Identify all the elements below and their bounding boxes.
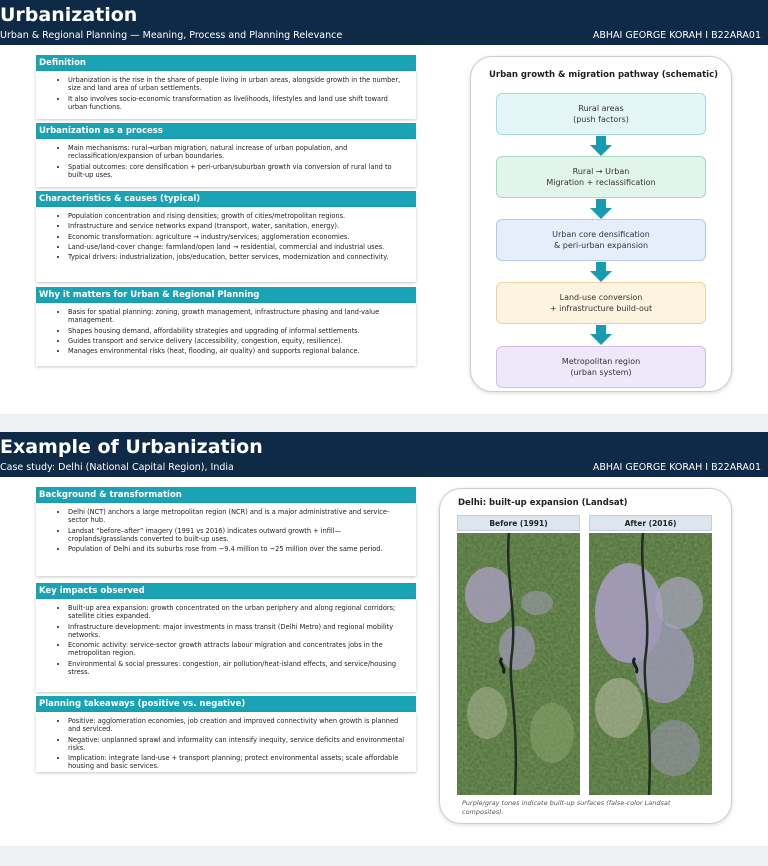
flow-step-rural-areas: Rural areas (push factors) xyxy=(496,93,706,135)
slide-urbanization: Urbanization Urban & Regional Planning —… xyxy=(0,0,768,414)
before-label: Before (1991) xyxy=(457,515,580,531)
section-heading-definition: Definition xyxy=(36,55,416,71)
bullet: Manages environmental risks (heat, flood… xyxy=(68,347,406,355)
down-arrow-icon xyxy=(590,262,612,282)
bullet: Delhi (NCT) anchors a large metropolitan… xyxy=(68,508,406,525)
down-arrow-icon xyxy=(590,136,612,156)
section-heading-planning-relevance: Why it matters for Urban & Regional Plan… xyxy=(36,287,416,303)
bullet: Positive: agglomeration economies, job c… xyxy=(68,717,406,734)
flow-step-land-use-conversion: Land-use conversion + infrastructure bui… xyxy=(496,282,706,324)
bullet: Spatial outcomes: core densification + p… xyxy=(68,163,406,180)
bullet: Urbanization is the rise in the share of… xyxy=(68,76,406,93)
flow-step-line1: Land-use conversion xyxy=(559,293,643,302)
author-label: ABHAI GEORGE KORAH I B22ARA01 xyxy=(592,30,761,41)
bullet: Negative: unplanned sprawl and informali… xyxy=(68,736,406,753)
down-arrow-icon xyxy=(590,199,612,219)
bullet: Land-use/land-cover change: farmland/ope… xyxy=(68,243,406,251)
section-heading-process: Urbanization as a process xyxy=(36,123,416,139)
bullet: Economic transformation: agriculture → i… xyxy=(68,233,406,241)
bullet: It also involves socio-economic transfor… xyxy=(68,95,406,112)
flow-step-line1: Urban core densification xyxy=(552,230,650,239)
bullet: Population of Delhi and its suburbs rose… xyxy=(68,545,406,553)
bullet: Typical drivers: industrialization, jobs… xyxy=(68,253,406,261)
section-body-planning-relevance: Basis for spatial planning: zoning, grow… xyxy=(36,303,416,366)
slide-header: Example of Urbanization Case study: Delh… xyxy=(0,432,768,477)
bullet: Shapes housing demand, affordability str… xyxy=(68,327,406,335)
section-body-takeaways: Positive: agglomeration economies, job c… xyxy=(36,712,416,772)
slide-title: Urbanization xyxy=(0,4,138,26)
bullet: Landsat “before–after” imagery (1991 vs … xyxy=(68,527,406,544)
bullet: Main mechanisms: rural→urban migration, … xyxy=(68,144,406,161)
slide-subtitle: Case study: Delhi (National Capital Regi… xyxy=(0,462,234,473)
flow-step-densification: Urban core densification & peri-urban ex… xyxy=(496,219,706,261)
section-heading-takeaways: Planning takeaways (positive vs. negativ… xyxy=(36,696,416,712)
bullet: Infrastructure and service networks expa… xyxy=(68,222,406,230)
after-label: After (2016) xyxy=(589,515,712,531)
diagram-title: Urban growth & migration pathway (schema… xyxy=(489,70,719,80)
flow-step-migration: Rural → Urban Migration + reclassificati… xyxy=(496,156,706,198)
section-body-definition: Urbanization is the rise in the share of… xyxy=(36,71,416,119)
slide-subtitle: Urban & Regional Planning — Meaning, Pro… xyxy=(0,30,343,41)
flow-step-line2: (push factors) xyxy=(573,115,629,124)
landsat-image-2016 xyxy=(589,533,712,795)
bullet: Basis for spatial planning: zoning, grow… xyxy=(68,308,406,325)
landsat-image-1991 xyxy=(457,533,580,795)
flow-step-line2: Migration + reclassification xyxy=(546,178,656,187)
flow-step-line2: & peri-urban expansion xyxy=(553,241,649,250)
figure-title: Delhi: built-up expansion (Landsat) xyxy=(458,498,628,508)
pathway-diagram: Urban growth & migration pathway (schema… xyxy=(470,56,732,392)
slide-header: Urbanization Urban & Regional Planning —… xyxy=(0,0,768,45)
section-body-process: Main mechanisms: rural→urban migration, … xyxy=(36,139,416,187)
flow-step-line2: + infrastructure build-out xyxy=(549,304,653,313)
bullet: Implication: integrate land-use + transp… xyxy=(68,754,406,771)
bullet: Guides transport and service delivery (a… xyxy=(68,337,406,345)
bullet: Environmental & social pressures: conges… xyxy=(68,660,406,677)
figure-caption: Purple/gray tones indicate built-up surf… xyxy=(462,799,671,816)
flow-step-line1: Rural → Urban xyxy=(572,167,630,176)
down-arrow-icon xyxy=(590,325,612,345)
section-heading-characteristics: Characteristics & causes (typical) xyxy=(36,191,416,207)
section-heading-key-impacts: Key impacts observed xyxy=(36,583,416,599)
bullet: Economic activity: service-sector growth… xyxy=(68,641,406,658)
flow-step-line2: (urban system) xyxy=(570,368,632,377)
flow-step-line1: Rural areas xyxy=(578,104,624,113)
author-label: ABHAI GEORGE KORAH I B22ARA01 xyxy=(592,462,761,473)
bullet: Infrastructure development: major invest… xyxy=(68,623,406,640)
flow-step-line1: Metropolitan region xyxy=(561,357,641,366)
section-heading-background: Background & transformation xyxy=(36,487,416,503)
section-body-characteristics: Population concentration and rising dens… xyxy=(36,207,416,282)
flow-step-metropolitan-region: Metropolitan region (urban system) xyxy=(496,346,706,388)
landsat-comparison: Delhi: built-up expansion (Landsat) Befo… xyxy=(439,488,732,824)
bullet: Built-up area expansion: growth concentr… xyxy=(68,604,406,621)
bullet: Population concentration and rising dens… xyxy=(68,212,406,220)
section-body-background: Delhi (NCT) anchors a large metropolitan… xyxy=(36,503,416,576)
slide-title: Example of Urbanization xyxy=(0,436,263,458)
section-body-key-impacts: Built-up area expansion: growth concentr… xyxy=(36,599,416,692)
